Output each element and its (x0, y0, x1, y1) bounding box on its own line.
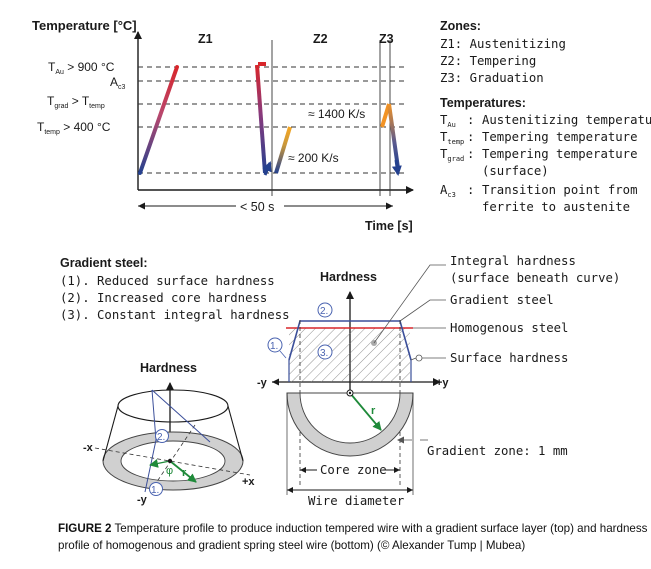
hardness-3d-top-ellipse (117, 389, 229, 423)
temperatures-legend-item: TAu:Austenitizing temperature (440, 113, 651, 129)
temperatures-legend-item: Ttemp:Tempering temperature (440, 130, 637, 146)
gradient-steel-profile (288, 320, 412, 361)
axis-label-plus-x: +x (242, 476, 255, 488)
curve-quench-drop (255, 64, 267, 174)
figure-caption: FIGURE 2 Temperature profile to produce … (58, 520, 648, 554)
callout-gradient-steel: Gradient steel (450, 293, 554, 307)
callout-integral-hardness-note: (surface beneath curve) (450, 271, 620, 285)
gradient-steel-item: (1). Reduced surface hardness (60, 274, 275, 288)
callout-surface-hardness: Surface hardness (450, 351, 568, 365)
hardness-3d-marker: 1. (151, 485, 159, 496)
zones-legend: Zones: Z1: Austenitizing Z2: Tempering Z… (440, 19, 566, 85)
hardness-3d-phi-label: φ (166, 465, 173, 477)
axis-label-minus-y: -y (137, 494, 148, 506)
gradient-steel-item: (2). Increased core hardness (60, 291, 267, 305)
hardness-3d-radius-arrow (169, 460, 197, 483)
wire-diameter-label: Wire diameter (308, 494, 404, 508)
hardness-3d-marker: 2. (157, 432, 165, 443)
hardness-profile-marker: 3. (320, 348, 328, 359)
zone-label-z2: Z2 (313, 32, 328, 46)
zone-label-z1: Z1 (198, 32, 213, 46)
hardness-profile-diagram: Hardness -y +y r 1. 2. 3. (257, 254, 620, 508)
wire-radius-arrow (349, 392, 382, 431)
callout-homogenous-steel: Homogenous steel (450, 321, 568, 335)
temperatures-legend-item: Ac3:Transition point from (440, 183, 637, 199)
gradient-steel-list: Gradient steel: (1). Reduced surface har… (60, 256, 290, 322)
level-label-t-temp: Ttemp > 400 °C (37, 120, 111, 136)
quench-arrow (262, 161, 272, 176)
final-arrow (391, 159, 402, 176)
svg-text:Temperatures:: Temperatures: (440, 96, 526, 110)
zones-legend-item: Z3: Graduation (440, 71, 544, 85)
figure-canvas: Temperature [°C] Z1 Z2 Z3 TAu > 900 °C A… (32, 18, 651, 508)
hardness-profile-marker: 2. (320, 306, 328, 317)
curve-tempering-ramp (274, 126, 292, 174)
hardness-3d-profile-line (144, 389, 157, 493)
temperature-profile-chart: Temperature [°C] Z1 Z2 Z3 TAu > 900 °C A… (32, 18, 414, 233)
hardness-3d-diagram: Hardness -x +x -y r φ 1. 2. (83, 361, 255, 506)
axis-label-minus-x: -x (83, 442, 94, 454)
curve-final-drop (387, 103, 400, 169)
hardness-profile-marker: 1. (270, 341, 278, 352)
hardness-3d-x-axis (94, 447, 251, 476)
temperatures-legend: Temperatures: TAu:Austenitizing temperat… (440, 96, 651, 214)
axis-label-minus-y: -y (257, 377, 268, 389)
callout-integral-hardness: Integral hardness (450, 254, 576, 268)
wire-radius-label: r (371, 405, 376, 417)
hardness-profile-title: Hardness (320, 270, 377, 284)
hardness-3d-radius-label: r (182, 467, 187, 479)
level-label-t-au: TAu > 900 °C (48, 60, 115, 76)
svg-text:< 50 s: < 50 s (240, 200, 274, 214)
temperature-axis-label: Temperature [°C] (32, 18, 137, 33)
integral-hardness-area (289, 328, 410, 382)
temperature-level-lines (138, 66, 408, 174)
caption-text: Temperature profile to produce induction… (58, 522, 648, 552)
svg-text:Zones:: Zones: (440, 19, 481, 33)
zones-legend-item: Z2: Tempering (440, 54, 536, 68)
caption-label: FIGURE 2 (58, 522, 112, 535)
level-label-t-grad: Tgrad > Ttemp (47, 94, 105, 110)
callout-gradient-zone: Gradient zone: 1 mm (427, 444, 568, 458)
heating-rate-label: ≈ 1400 K/s (308, 107, 365, 121)
svg-text:Gradient steel:: Gradient steel: (60, 256, 148, 270)
temperatures-legend-item: Tgrad:Tempering temperature (440, 147, 637, 163)
zone-label-z3: Z3 (379, 32, 394, 46)
cooling-rate-label: ≈ 200 K/s (288, 151, 339, 165)
axis-label-plus-y: +y (436, 377, 449, 389)
core-zone-label: Core zone (320, 463, 387, 477)
svg-text:(surface): (surface) (482, 164, 549, 178)
gradient-steel-item: (3). Constant integral hardness (60, 308, 290, 322)
hardness-3d-title: Hardness (140, 361, 197, 375)
svg-text:ferrite to austenite: ferrite to austenite (482, 200, 630, 214)
zones-legend-item: Z1: Austenitizing (440, 37, 566, 51)
curve-heating-ramp (138, 65, 179, 175)
time-axis-label: Time [s] (365, 219, 413, 233)
hardness-3d-core (120, 440, 226, 482)
level-label-ac3: Ac3 (110, 75, 126, 91)
